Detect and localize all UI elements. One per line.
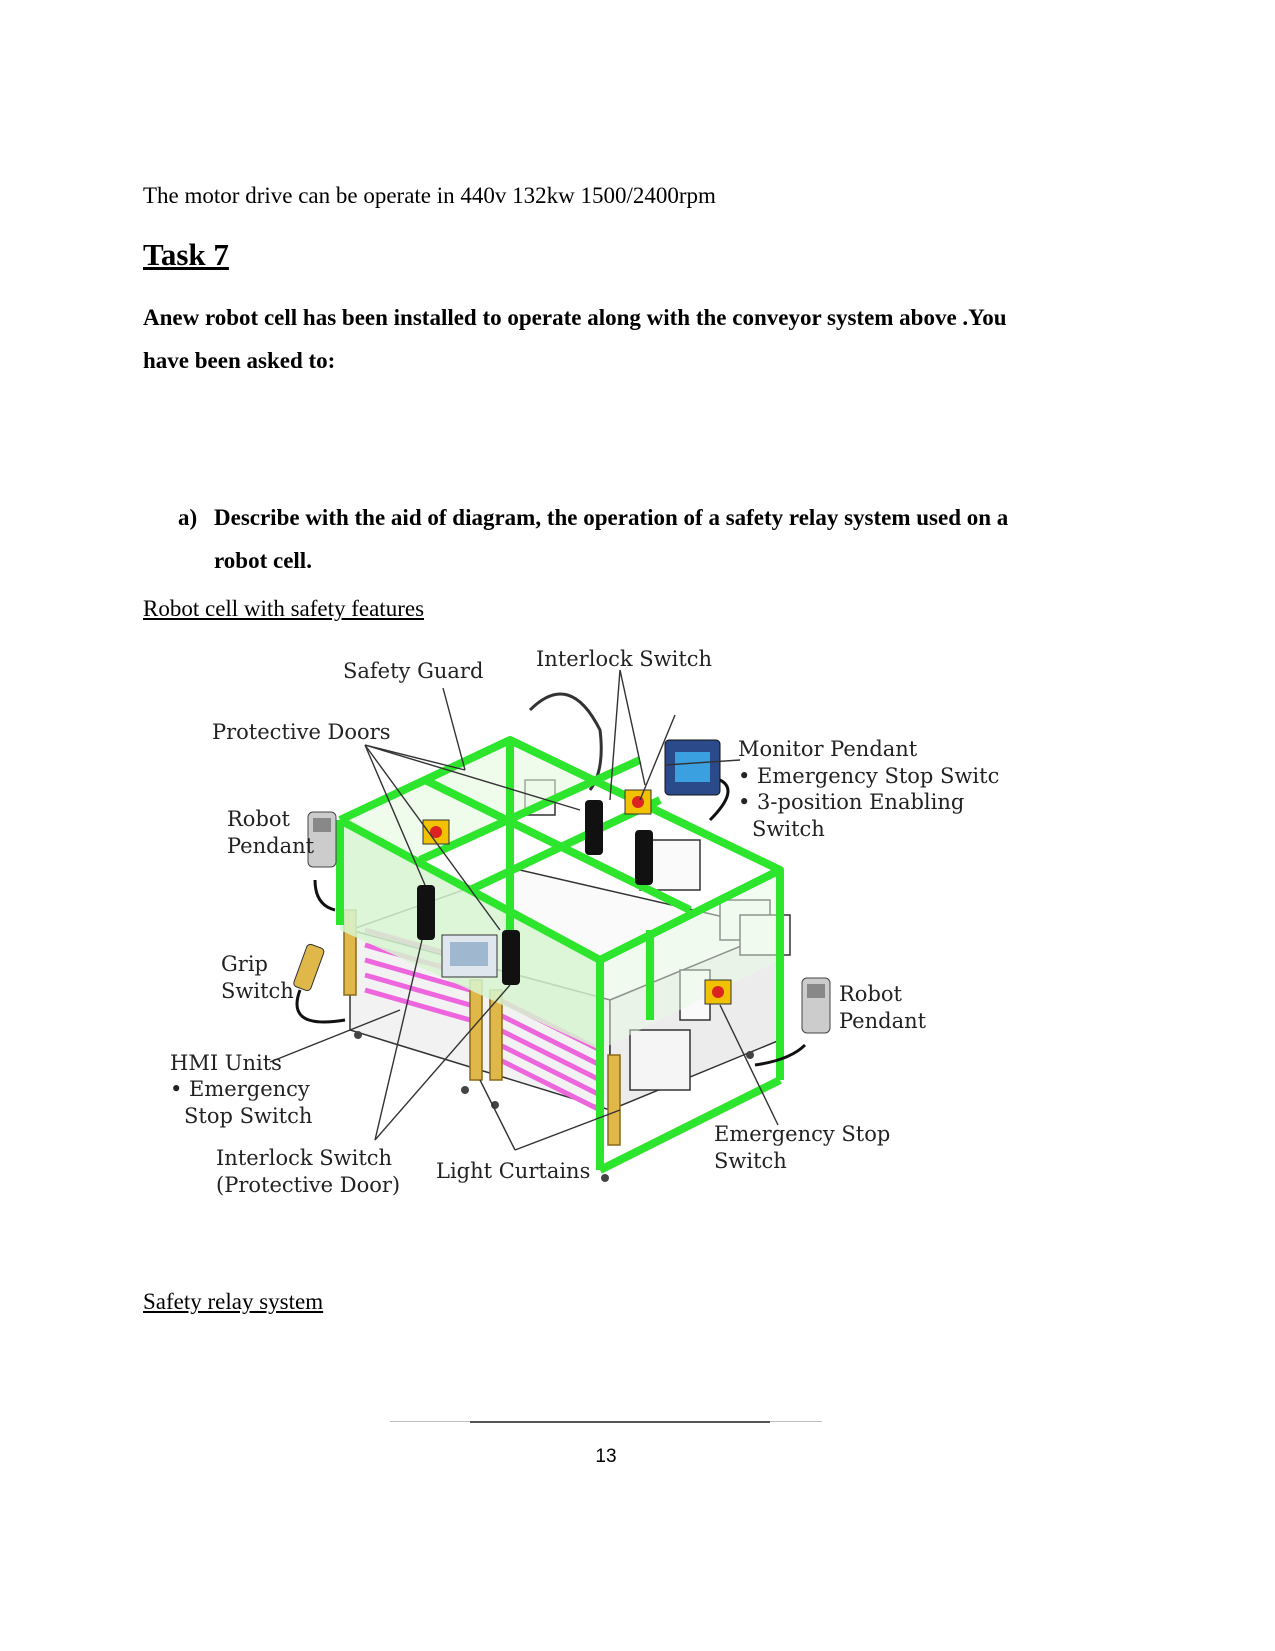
label-robot-pendant-left-2: Pendant	[227, 834, 315, 858]
task-statement-line1: Anew robot cell has been installed to op…	[143, 305, 1007, 330]
question-a: Describe with the aid of diagram, the op…	[214, 496, 1114, 582]
label-interlock-switch: Interlock Switch	[536, 647, 712, 671]
label-hmi-item1b: Stop Switch	[184, 1104, 312, 1128]
label-robot-pendant-right-1: Robot	[839, 982, 903, 1006]
task-statement: Anew robot cell has been installed to op…	[143, 296, 1143, 382]
page-number: 13	[595, 1446, 617, 1467]
label-interlock-door-1: Interlock Switch	[216, 1146, 392, 1170]
label-monitor-item1: • Emergency Stop Switch	[738, 764, 1000, 788]
footer-rule-accent	[470, 1421, 770, 1423]
emergency-stop-boxes	[422, 789, 732, 1005]
label-safety-guard: Safety Guard	[343, 659, 483, 683]
task-heading: Task 7	[143, 237, 229, 272]
label-emergency-stop-2: Switch	[714, 1149, 787, 1173]
label-hmi-units: HMI Units	[170, 1051, 282, 1075]
label-monitor-item2b: Switch	[752, 817, 825, 841]
label-interlock-door-2: (Protective Door)	[216, 1173, 400, 1197]
label-protective-doors: Protective Doors	[212, 720, 391, 744]
section-safety-relay: Safety relay system	[143, 1289, 324, 1314]
label-hmi-item1: • Emergency	[170, 1077, 310, 1101]
robot-pendant-left	[307, 811, 337, 912]
question-a-marker: a)	[178, 505, 198, 530]
leader-lines	[269, 669, 779, 1151]
question-a-line2: robot cell.	[214, 548, 312, 573]
robot-pendant-right	[754, 977, 831, 1067]
monitor-pendant	[664, 739, 730, 822]
label-monitor-pendant: Monitor Pendant	[738, 737, 918, 761]
safety-guard-frame	[336, 736, 784, 1174]
intro-line: The motor drive can be operate in 440v 1…	[143, 183, 716, 208]
label-monitor-item2: • 3-position Enabling	[738, 790, 964, 814]
label-emergency-stop-1: Emergency Stop	[714, 1122, 890, 1146]
label-robot-pendant-left-1: Robot	[227, 807, 291, 831]
task-statement-line2: have been asked to:	[143, 348, 336, 373]
hmi-unit	[441, 934, 498, 978]
light-curtain-posts	[343, 909, 621, 1146]
label-robot-pendant-right-2: Pendant	[839, 1009, 927, 1033]
label-light-curtains: Light Curtains	[436, 1159, 590, 1183]
robot-cell-diagram: Safety Guard Interlock Switch Protective…	[170, 647, 1000, 1197]
figure-caption: Robot cell with safety features	[143, 596, 425, 621]
label-grip-switch-1: Grip	[221, 952, 268, 976]
question-a-line1: Describe with the aid of diagram, the op…	[214, 505, 1009, 530]
interlock-switches	[417, 800, 653, 985]
grip-switch	[293, 943, 346, 1024]
label-grip-switch-2: Switch	[221, 979, 294, 1003]
